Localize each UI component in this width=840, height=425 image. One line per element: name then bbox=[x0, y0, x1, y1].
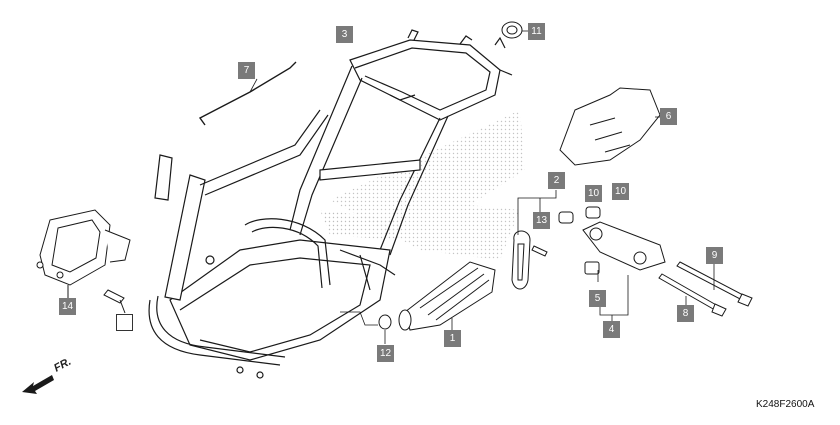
part-8-bolt bbox=[658, 273, 727, 317]
callout-7: 7 bbox=[238, 62, 255, 79]
callout-6: 6 bbox=[660, 108, 677, 125]
part-13-bolt bbox=[531, 245, 548, 257]
callout-10-right: 10 bbox=[612, 183, 629, 200]
part-5-clip bbox=[584, 261, 600, 275]
bolt-front bbox=[103, 289, 126, 314]
callout-9: 9 bbox=[706, 247, 723, 264]
part-10-nut-right bbox=[585, 206, 601, 219]
callout-14: 14 bbox=[59, 298, 76, 315]
part-9-bolt bbox=[676, 261, 753, 307]
callout-10-left: 10 bbox=[585, 185, 602, 202]
part-10-nut-left bbox=[558, 211, 574, 224]
callout-13: 13 bbox=[533, 212, 550, 229]
front-arrow-icon bbox=[22, 375, 54, 394]
callout-8: 8 bbox=[677, 305, 694, 322]
callout-12: 12 bbox=[377, 345, 394, 362]
part-1-boot bbox=[398, 261, 496, 331]
diagram-code: K248F2600A bbox=[756, 399, 815, 410]
callout-11: 11 bbox=[528, 23, 545, 40]
callout-2: 2 bbox=[548, 172, 565, 189]
callout-4: 4 bbox=[603, 321, 620, 338]
watermark-wing-logo bbox=[320, 110, 525, 260]
part-2-strap bbox=[511, 230, 531, 290]
part-12-clamp bbox=[378, 314, 392, 330]
part-11-grommet bbox=[501, 21, 523, 39]
main-frame bbox=[148, 29, 513, 379]
callout-blank bbox=[116, 314, 133, 331]
part-4-bracket-assembly bbox=[582, 221, 666, 271]
part-6-cover bbox=[559, 87, 661, 166]
callout-3: 3 bbox=[336, 26, 353, 43]
callout-1: 1 bbox=[444, 330, 461, 347]
callout-5: 5 bbox=[589, 290, 606, 307]
part-14-bracket bbox=[36, 209, 131, 286]
